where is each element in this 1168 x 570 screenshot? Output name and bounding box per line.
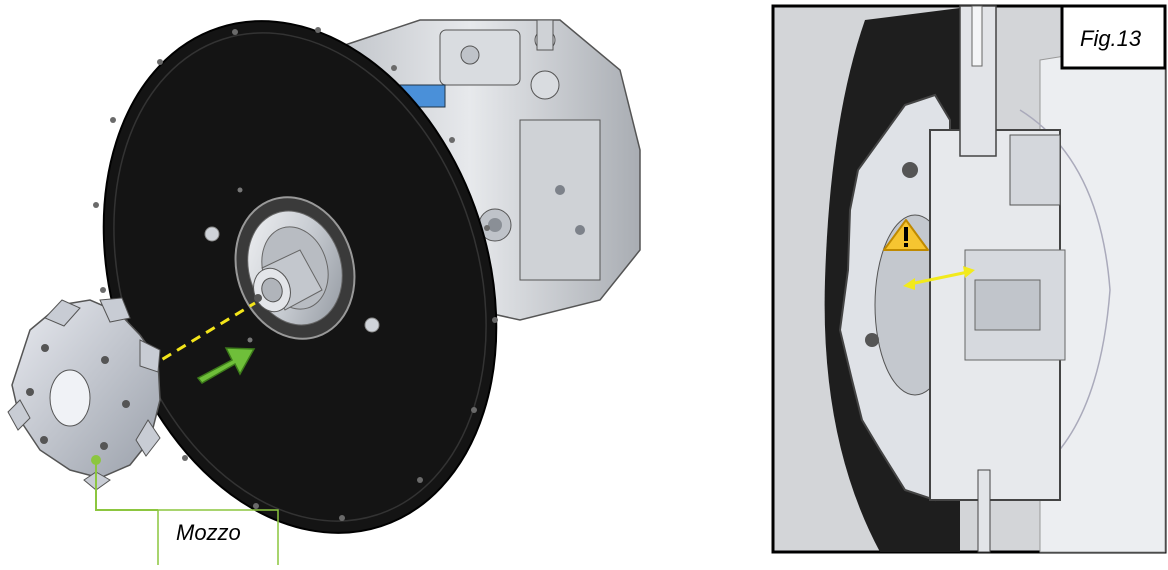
mozzo-callout [91, 455, 279, 565]
hub-part [7, 297, 161, 491]
alignment-dashed-line [147, 301, 256, 370]
warning-icon [883, 219, 929, 251]
figure-number-label: Fig.13 [1080, 26, 1142, 51]
mozzo-label: Mozzo [176, 520, 241, 545]
drive-shaft [253, 249, 323, 313]
detail-panel [771, 4, 1167, 554]
insert-direction-arrow [196, 347, 256, 384]
figure-label-box [1060, 4, 1167, 70]
double-arrow-icon [903, 266, 975, 290]
